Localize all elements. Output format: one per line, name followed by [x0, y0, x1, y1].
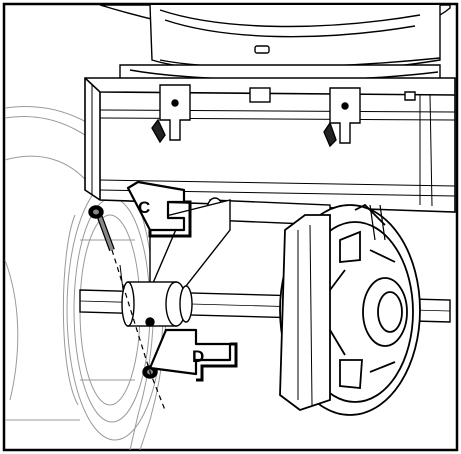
- bolt-path-line: [111, 249, 166, 411]
- bolt-pin: [119, 264, 124, 291]
- callout-label-c: C: [138, 198, 150, 217]
- hopper-body: [99, 4, 451, 81]
- callout-arrow-c: C: [126, 180, 192, 238]
- callout-label-d: D: [192, 347, 204, 366]
- bolt-upper: [88, 205, 115, 252]
- callout-arrow-d: D: [148, 328, 238, 382]
- latch-right: [323, 87, 416, 148]
- shaft-hub: [121, 281, 193, 327]
- spreader-disc: [279, 203, 421, 416]
- latch-left: [151, 84, 271, 144]
